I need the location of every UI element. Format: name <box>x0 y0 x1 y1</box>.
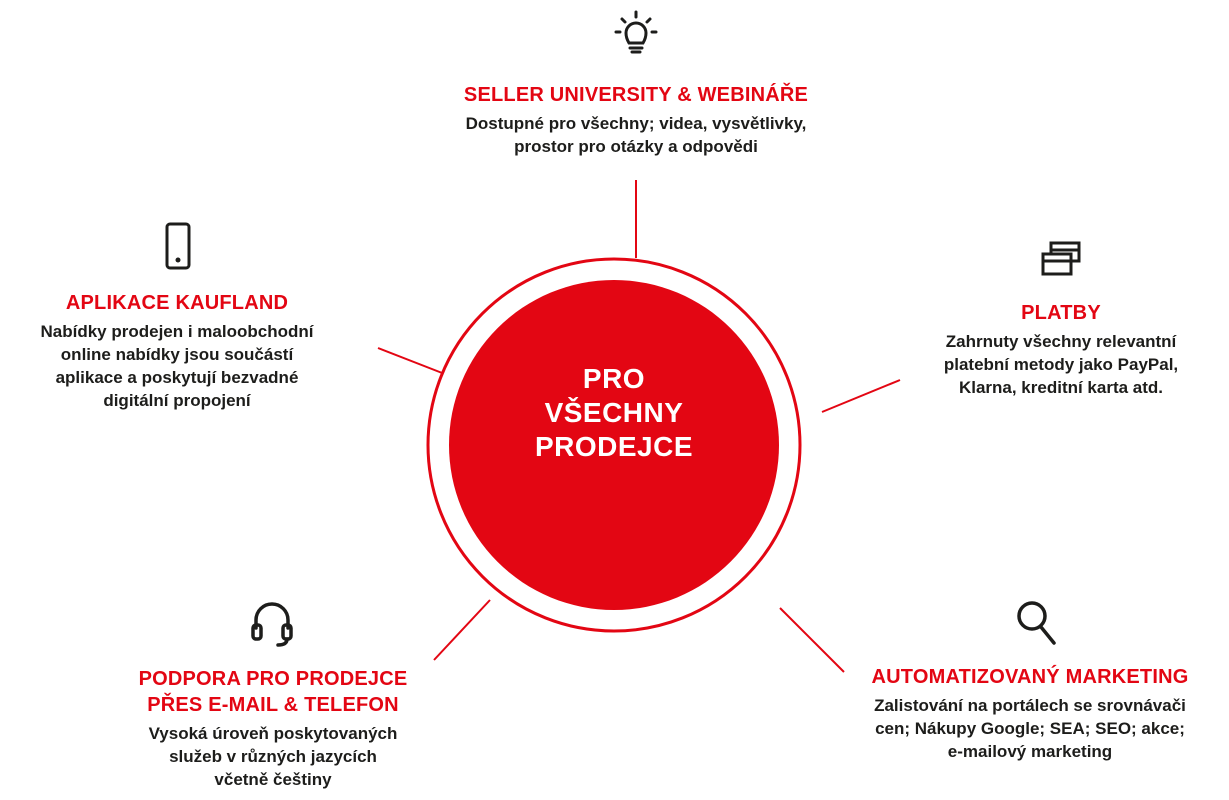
node-title: SELLER UNIVERSITY & WEBINÁŘE <box>463 84 809 106</box>
node-podpora: PODPORA PRO PRODEJCE PŘES E-MAIL & TELEF… <box>100 666 446 791</box>
connector-right <box>821 379 901 413</box>
smartphone-icon <box>164 222 192 270</box>
node-title: AUTOMATIZOVANÝ MARKETING <box>871 666 1189 688</box>
node-description: Zahrnuty všechny relevantní platební met… <box>943 332 1179 397</box>
center-disc <box>449 280 779 610</box>
node-title: PLATBY <box>1021 302 1101 324</box>
headset-icon <box>248 598 296 648</box>
node-title: PODPORA PRO PRODEJCE PŘES E-MAIL & TELEF… <box>138 668 408 716</box>
node-platby: PLATBY Zahrnuty všechny relevantní plate… <box>900 300 1222 399</box>
connector-bottom-left <box>433 599 491 661</box>
node-marketing: AUTOMATIZOVANÝ MARKETING Zalistování na … <box>832 664 1228 763</box>
magnifier-icon <box>1014 598 1060 648</box>
center-label: PRO VŠECHNY PRODEJCE <box>534 363 694 462</box>
connector-bottom-right <box>779 607 845 673</box>
node-title: APLIKACE KAUFLAND <box>65 292 289 314</box>
lightbulb-icon <box>608 10 664 56</box>
node-aplikace-kaufland: APLIKACE KAUFLAND Nabídky prodejen i mal… <box>2 290 352 412</box>
node-description: Zalistování na portálech se srovnávači c… <box>874 696 1186 761</box>
node-description: Nabídky prodejen i maloobchodní online n… <box>40 322 314 410</box>
node-description: Vysoká úroveň poskytovaných služeb v růz… <box>148 724 398 789</box>
node-description: Dostupné pro všechny; videa, vysvětlivky… <box>465 114 807 156</box>
node-seller-university: SELLER UNIVERSITY & WEBINÁŘE Dostupné pr… <box>380 82 892 158</box>
credit-cards-icon <box>1040 240 1082 278</box>
